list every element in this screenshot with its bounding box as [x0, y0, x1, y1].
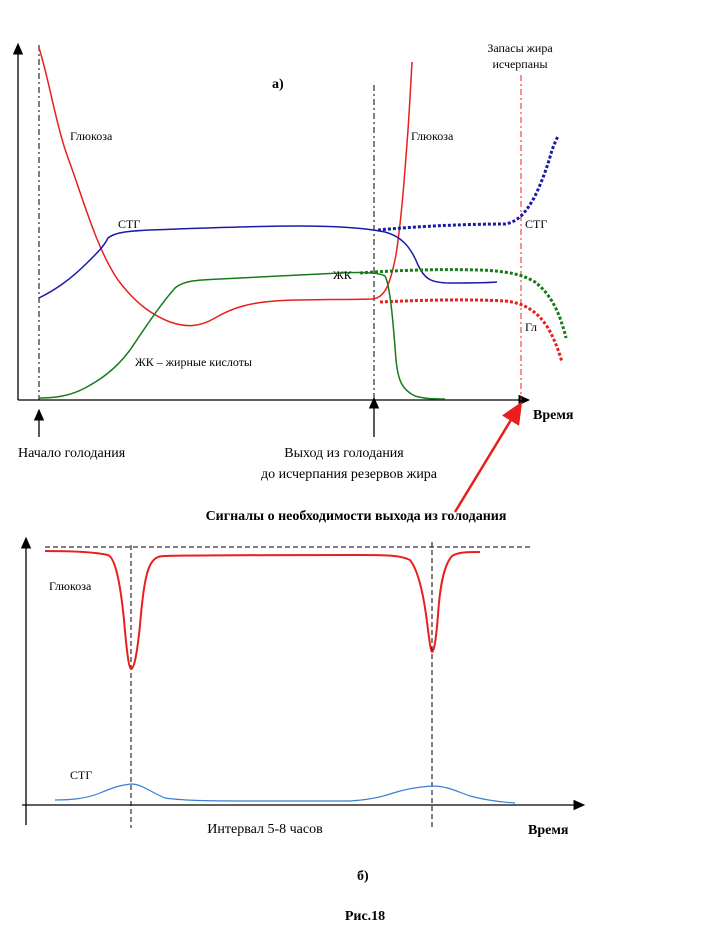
glucose-label-left: Глюкоза: [70, 129, 113, 143]
glucose-curve: [38, 47, 413, 327]
figure-caption: Рис.18: [345, 909, 385, 924]
panel-a-time-label: Время: [533, 408, 574, 423]
fa-legend-label: ЖК – жирные кислоты: [135, 355, 252, 369]
stg-curve: [38, 225, 498, 299]
fatty-acids-dashed-curve: [359, 268, 568, 339]
interval-label: Интервал 5-8 часов: [207, 822, 323, 837]
panel-b-time-label: Время: [528, 823, 569, 838]
glucose-b-curve: [44, 550, 481, 671]
start-fasting-label: Начало голодания: [18, 446, 126, 461]
fat-depleted-label-1: Запасы жира: [487, 41, 553, 55]
exit-fasting-label-1: Выход из голодания: [284, 446, 404, 461]
signal-arrow: [453, 401, 523, 513]
panel-a-label: а): [272, 77, 284, 92]
glucose-b-label: Глюкоза: [49, 579, 92, 593]
panel-b: Глюкоза СТГ Интервал 5-8 часов Время б): [20, 536, 586, 884]
gl-label: Гл: [525, 320, 537, 334]
stg-label-left: СТГ: [118, 217, 140, 231]
stg-b-curve: [54, 783, 516, 804]
stg-b-label: СТГ: [70, 768, 92, 782]
panel-a: а) Глюкоза Глюкоза СТГ СТГ ЖК ЖК – жирны…: [12, 41, 574, 513]
glucose-label-right: Глюкоза: [411, 129, 454, 143]
exit-fasting-label-2: до исчерпания резервов жира: [261, 467, 438, 482]
panel-b-label: б): [357, 869, 369, 884]
stg-label-right: СТГ: [525, 217, 547, 231]
fatty-acids-curve: [38, 271, 446, 400]
fat-depleted-label-2: исчерпаны: [492, 57, 547, 71]
stg-dashed-curve: [377, 135, 560, 232]
fa-label-mid: ЖК: [333, 268, 353, 282]
signals-caption: Сигналы о необходимости выхода из голода…: [206, 509, 507, 524]
